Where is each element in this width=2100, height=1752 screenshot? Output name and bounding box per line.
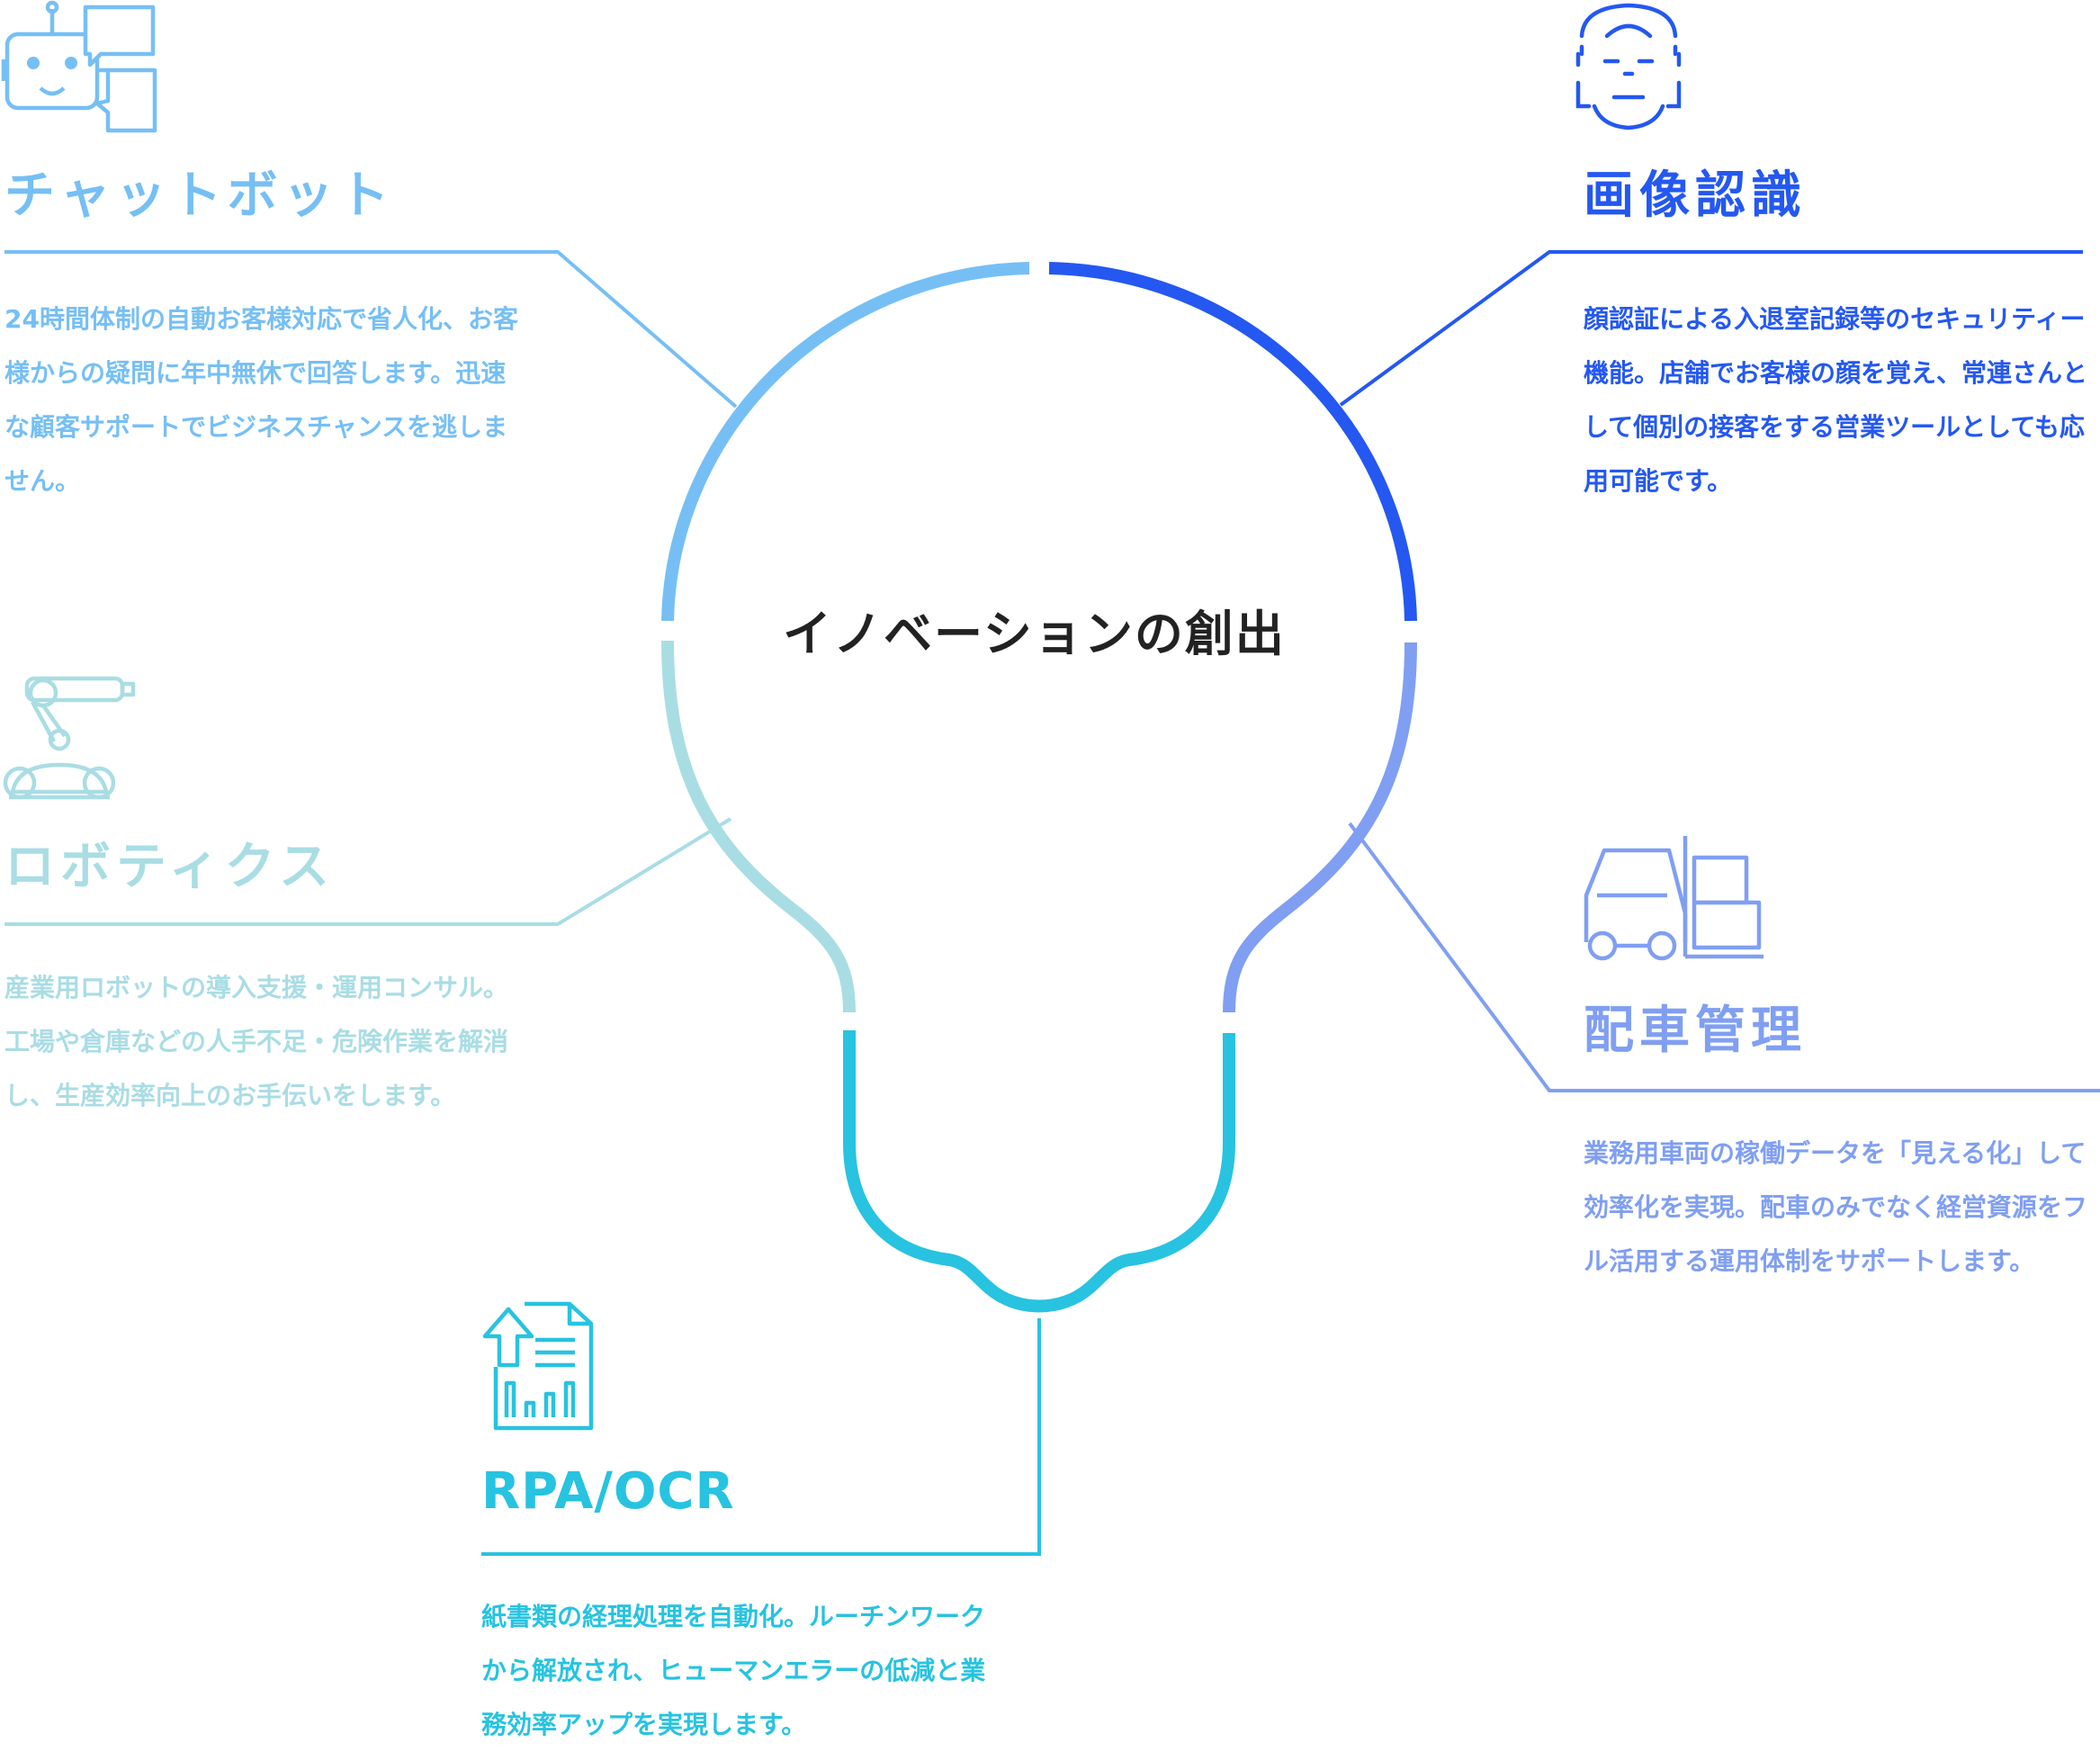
bulb-segment-dispatch — [1223, 642, 1417, 1013]
image-recognition-description: 顔認証による入退室記録等のセキュリティー機能。店舗でお客様の顔を覚え、常連さんと… — [1584, 304, 2088, 496]
connector-chatbot — [4, 250, 738, 409]
dispatch-title: 配車管理 — [1584, 1002, 1807, 1060]
bulb-segment-rpa — [843, 1030, 1235, 1313]
connector-rpa — [481, 1318, 1041, 1556]
rpa-description: 紙書類の経理処理を自動化。ルーチンワークから解放され、ヒューマンエラーの低減と業… — [481, 1602, 986, 1739]
bulb-segment-chatbot — [661, 262, 1030, 622]
robotics-title: ロボティクス — [4, 838, 335, 896]
document-upload-icon — [482, 1301, 594, 1431]
connector-robotics — [4, 817, 732, 926]
image-recognition-title: 画像認識 — [1584, 166, 1807, 225]
connector-dispatch — [1348, 822, 2100, 1092]
bulb-segment-robotics — [661, 640, 856, 1013]
rpa-title: RPA/OCR — [481, 1462, 735, 1521]
forklift-icon — [1584, 836, 1763, 961]
chatbot-title: チャットボット — [4, 166, 395, 225]
bulb-segment-image-recognition — [1048, 262, 1417, 622]
chatbot-robot-icon — [1, 0, 157, 133]
connector-image-recognition — [1339, 250, 2083, 407]
chatbot-description: 24時間体制の自動お客様対応で省人化、お客様からの疑問に年中無休で回答します。迅… — [4, 304, 518, 496]
robot-arm-icon — [3, 676, 136, 800]
dispatch-description: 業務用車両の稼働データを「見える化」して効率化を実現。配車のみでなく経営資源をフ… — [1584, 1138, 2088, 1276]
center-title: イノベーションの創出 — [783, 606, 1286, 662]
robotics-description: 産業用ロボットの導入支援・運用コンサル。工場や倉庫などの人手不足・危険作業を解消… — [4, 973, 509, 1110]
face-scan-icon — [1575, 3, 1682, 130]
